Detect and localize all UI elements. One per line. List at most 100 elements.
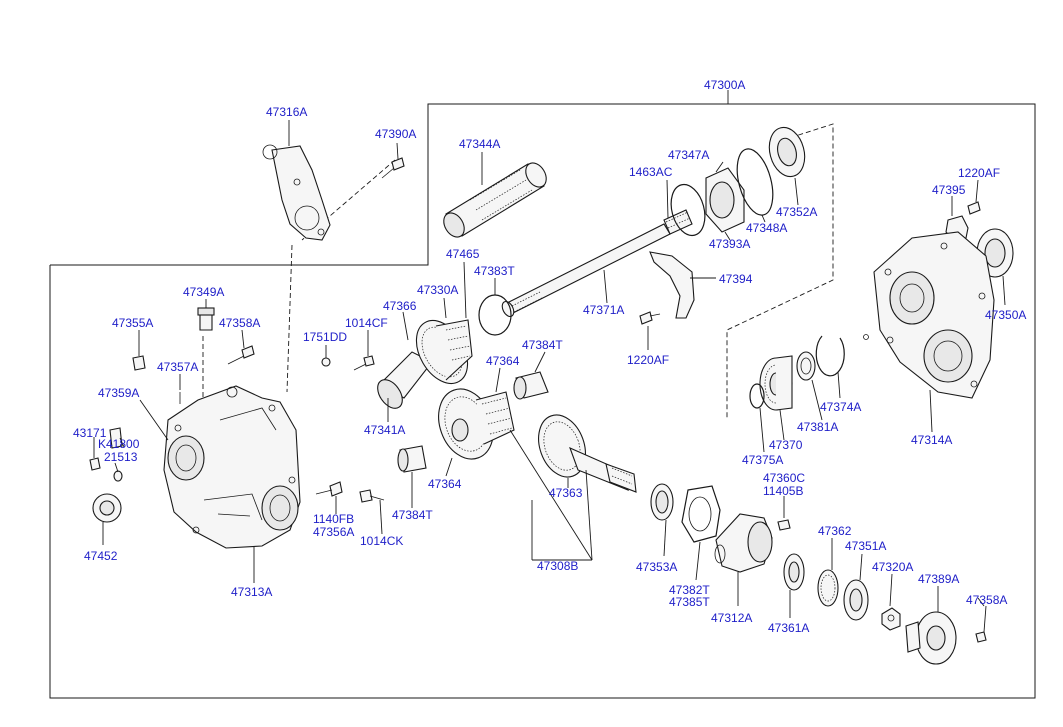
bearing-47351A: [843, 553, 869, 621]
label-47384T-mid: 47384T: [392, 508, 433, 522]
label-47383T: 47383T: [474, 264, 515, 278]
race-47384T-mid: [397, 445, 427, 508]
sub-assembly-dash-outline: [202, 123, 834, 420]
label-47344A: 47344A: [459, 137, 500, 151]
label-47308B: 47308B: [537, 559, 578, 573]
label-47389A: 47389A: [918, 572, 959, 586]
label-47358A-bottom: 47358A: [966, 593, 1007, 607]
leader-lines: [93, 345, 985, 607]
seal-47353A: [650, 483, 674, 557]
label-1220AF-top: 1220AF: [958, 166, 1000, 180]
label-47353A: 47353A: [636, 560, 677, 574]
label-47312A: 47312A: [711, 611, 752, 625]
bolt-1014CF: [353, 330, 375, 371]
bolt-47358A-bottom: [975, 605, 987, 643]
nut-47320A: [881, 573, 901, 631]
plug-47355A: [132, 330, 146, 371]
label-47390A: 47390A: [375, 127, 416, 141]
label-47361A: 47361A: [768, 621, 809, 635]
o-ring-47348A: [736, 148, 774, 223]
label-43171: 43171: [73, 426, 107, 440]
extension-housing-47312A: [714, 513, 773, 606]
part-labels: 47300A 47316A 47390A 47344A 47347A 1463A…: [73, 78, 1026, 635]
bolt-1220AF-top: [967, 179, 981, 215]
label-47364-mid: 47364: [428, 477, 462, 491]
race-47384T-top: [513, 351, 549, 400]
gasket-47382T: [681, 485, 721, 581]
label-1140FB: 1140FB: [313, 512, 354, 526]
assembly-frame: [49, 90, 1036, 699]
gear-47363: [538, 414, 637, 493]
label-47357A: 47357A: [157, 360, 198, 374]
label-47350A: 47350A: [985, 308, 1026, 322]
label-47352A: 47352A: [776, 205, 817, 219]
bolt-1140FB: [315, 481, 343, 514]
label-47393A: 47393A: [709, 237, 750, 251]
label-47348A: 47348A: [746, 221, 787, 235]
label-1014CF: 1014CF: [345, 316, 388, 330]
spacer-47381A: [796, 351, 823, 421]
label-47385T: 47385T: [669, 595, 710, 609]
label-47382T: 47382T: [669, 583, 710, 597]
label-47341A: 47341A: [364, 423, 405, 437]
oil-seal-47452: [92, 493, 122, 545]
bolt-47390A: [381, 142, 405, 179]
label-1014CK: 1014CK: [360, 534, 403, 548]
housing-47314A: [863, 231, 995, 433]
label-1751DD: 1751DD: [303, 330, 347, 344]
label-K41800: K41800: [98, 437, 140, 451]
label-47395: 47395: [932, 183, 966, 197]
housing-47313A: [163, 385, 301, 583]
bracket-47316A: [262, 120, 331, 241]
bolt-1014CK: [359, 489, 385, 535]
gear-47362: [817, 538, 839, 607]
label-47375A: 47375A: [742, 453, 783, 467]
ring-47375A: [749, 383, 765, 453]
drive-gear-47366: [377, 261, 473, 422]
label-47363: 47363: [549, 486, 583, 500]
label-21513: 21513: [104, 450, 138, 464]
label-47394: 47394: [719, 272, 753, 286]
label-47364-top: 47364: [486, 354, 520, 368]
label-1463AC: 1463AC: [629, 165, 673, 179]
seal-47361A: [783, 553, 805, 618]
label-47300A: 47300A: [704, 78, 745, 92]
plug-1751DD: [321, 357, 331, 367]
label-47320A: 47320A: [872, 560, 913, 574]
label-47381A: 47381A: [797, 420, 838, 434]
label-47374A: 47374A: [820, 400, 861, 414]
label-47314A: 47314A: [911, 433, 952, 447]
flange-47389A: [905, 586, 957, 665]
label-1220AF-mid: 1220AF: [627, 353, 669, 367]
label-47359A: 47359A: [98, 386, 139, 400]
label-47351A: 47351A: [845, 539, 886, 553]
label-47371A: 47371A: [583, 303, 624, 317]
label-47358A-top: 47358A: [219, 316, 260, 330]
seal-47352A: [768, 126, 806, 206]
pin-K41800: [109, 427, 123, 449]
bolt-1220AF-mid: [639, 311, 661, 350]
snap-ring-47347A: [670, 183, 706, 237]
snap-ring-47374A: [815, 335, 845, 399]
shaft-47344A: [443, 152, 547, 238]
bearing-47370: [759, 355, 793, 441]
label-47370: 47370: [769, 438, 803, 452]
group-bracket-47308B: [509, 429, 593, 561]
label-47362: 47362: [818, 524, 852, 538]
main-shaft-47371A: [501, 179, 693, 318]
gear-47364-top: [438, 367, 515, 477]
cover-47393A: [705, 161, 745, 241]
label-47452: 47452: [84, 549, 118, 563]
label-47356A: 47356A: [313, 525, 354, 539]
plug-43171: [89, 457, 101, 471]
washer-21513: [113, 470, 123, 482]
label-47330A: 47330A: [417, 283, 458, 297]
breather-47349A: [197, 299, 215, 331]
label-47349A: 47349A: [183, 285, 224, 299]
label-47360C: 47360C: [763, 471, 805, 485]
label-47366: 47366: [383, 299, 417, 313]
label-11405B: 11405B: [763, 484, 803, 498]
shield-plate-47394: [649, 251, 716, 319]
label-47316A: 47316A: [266, 105, 307, 119]
